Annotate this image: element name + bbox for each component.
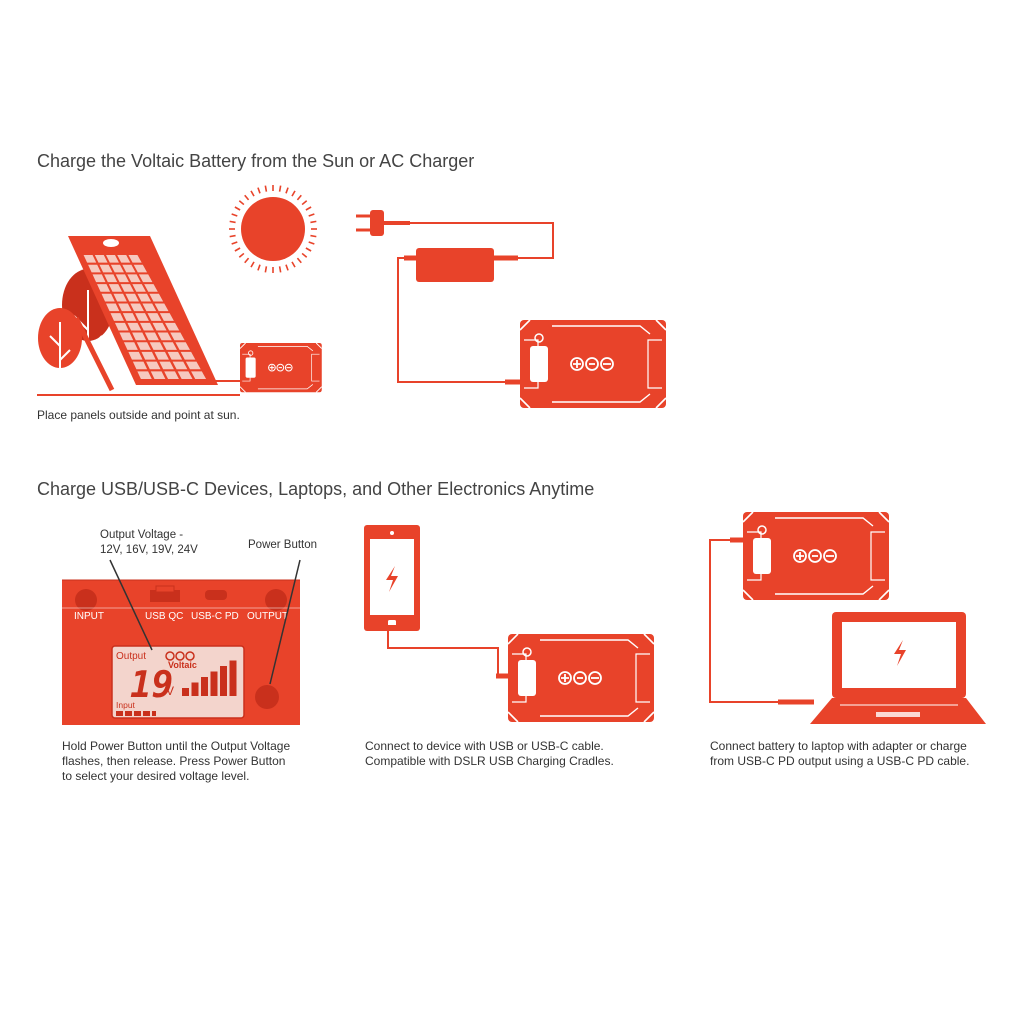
solar-panel-icon: [68, 236, 218, 392]
section-devices-title: Charge USB/USB-C Devices, Laptops, and O…: [37, 479, 595, 499]
lcd-brand: Voltaic: [168, 660, 197, 670]
lcd-output-label: Output: [116, 651, 146, 662]
battery-icon: [239, 342, 323, 393]
lcd-input-label: Input: [116, 700, 136, 710]
lightning-icon: [894, 640, 906, 666]
battery-icon: [519, 319, 667, 409]
ac-adapter-icon: [404, 248, 518, 282]
section-solar-title: Charge the Voltaic Battery from the Sun …: [37, 151, 475, 171]
lcd-voltage-value: 19: [130, 665, 173, 706]
power-button: [255, 685, 279, 709]
lcd-screen: [111, 645, 245, 719]
port-label-usb-qc: USB QC: [145, 611, 183, 622]
power-leader-line: [269, 559, 301, 685]
battery-panel-caption: Hold Power Button until the Output Volta…: [62, 739, 291, 783]
battery-icon: [742, 511, 890, 601]
laptop-caption: Connect battery to laptop with adapter o…: [710, 739, 970, 768]
solar-caption: Place panels outside and point at sun.: [37, 408, 240, 422]
power-button-label: Power Button: [248, 539, 318, 551]
tree-icon: [38, 269, 114, 395]
port-label-output: OUTPUT: [247, 611, 288, 622]
output-voltage-label: Output Voltage - 12V, 16V, 19V, 24V: [100, 529, 198, 556]
battery-front-panel: [62, 579, 300, 725]
lcd-voltage-unit: V: [166, 684, 174, 698]
sun-icon: [229, 185, 317, 273]
phone-caption: Connect to device with USB or USB-C cabl…: [365, 739, 614, 768]
battery-icon: [507, 633, 655, 723]
phone-icon: [364, 525, 510, 679]
plug-icon: [356, 210, 410, 236]
port-label-usb-c-pd: USB-C PD: [191, 611, 239, 622]
lightning-icon: [386, 566, 398, 592]
laptop-icon: [810, 612, 986, 724]
voltage-leader-line: [109, 559, 153, 651]
port-label-input: INPUT: [74, 611, 104, 622]
